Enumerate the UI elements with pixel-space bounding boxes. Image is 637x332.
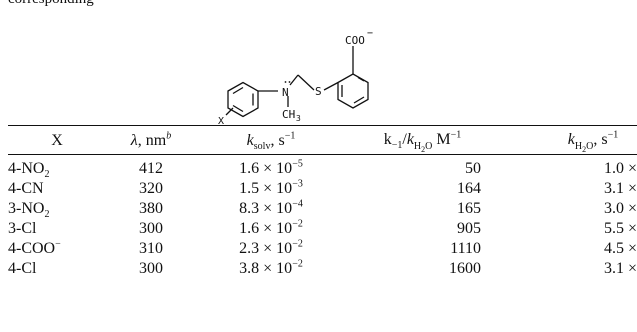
cell-k-ratio: 905 bbox=[457, 220, 481, 237]
cell-wavelength: 300 bbox=[139, 220, 163, 237]
sulfur-label: S bbox=[315, 85, 322, 98]
cell-k-h2o: 3.0 × 107 bbox=[603, 200, 637, 217]
methyl-subscript: 3 bbox=[296, 114, 301, 123]
cell-k-ratio: 165 bbox=[457, 200, 481, 217]
table-header-row: X λ, nmb ksolv, s−1 k−1/kH2O M−1 kH2O, s… bbox=[8, 128, 637, 154]
cell-substituent: 4-CN bbox=[8, 180, 44, 197]
cell-k-h2o: 3.1 × 106 bbox=[603, 260, 637, 277]
structure-drawing: N S COO − CH 3 X bbox=[218, 28, 373, 124]
cell-wavelength: 310 bbox=[139, 240, 163, 257]
cell-substituent: 4-NO2 bbox=[8, 160, 50, 181]
substituent-bond bbox=[225, 107, 234, 116]
cell-k-ratio: 1110 bbox=[450, 240, 481, 257]
table-row: 4-NO2 412 1.6 × 10−5 50 1.0 × 108 bbox=[8, 154, 637, 181]
cell-k-solv: 2.3 × 10−2 bbox=[239, 238, 303, 257]
header-k-ratio: k−1/kH2O M−1 bbox=[383, 130, 462, 154]
nitrogen-label: N bbox=[282, 86, 289, 99]
table-row: 3-NO2 380 8.3 × 10−4 165 3.0 × 107 bbox=[8, 198, 637, 221]
cell-k-solv: 1.6 × 10−5 bbox=[239, 158, 303, 177]
cell-k-h2o: 1.0 × 108 bbox=[603, 160, 637, 177]
cropped-text-fragment: corresponding bbox=[8, 0, 94, 8]
cell-substituent: 3-NO2 bbox=[8, 200, 50, 221]
sulfur-ring-bond bbox=[323, 81, 339, 91]
header-k-h2o: kH2O, s−1 bbox=[567, 130, 619, 154]
nitrogen-methylene-bond bbox=[289, 74, 299, 86]
table-header-rule bbox=[8, 154, 637, 155]
methylene-sulfur-bond bbox=[297, 74, 315, 91]
cell-substituent: 4-Cl bbox=[8, 260, 37, 277]
header-substituent: X bbox=[51, 131, 63, 149]
cell-wavelength: 300 bbox=[139, 260, 163, 277]
cell-k-h2o: 3.1 × 107 bbox=[603, 180, 637, 197]
table-row: 4-Cl 300 3.8 × 10−2 1600 3.1 × 106 bbox=[8, 259, 637, 279]
cell-wavelength: 320 bbox=[139, 180, 163, 197]
substituent-label: X bbox=[218, 116, 224, 124]
cell-k-solv: 3.8 × 10−2 bbox=[239, 258, 303, 277]
cell-k-h2o: 5.5 × 106 bbox=[603, 220, 637, 237]
cell-wavelength: 380 bbox=[139, 200, 163, 217]
table-top-rule bbox=[8, 125, 637, 127]
table-row: 4-COO− 310 2.3 × 10−2 1110 4.5 × 106 bbox=[8, 239, 637, 259]
cell-k-solv: 1.6 × 10−2 bbox=[239, 218, 303, 237]
cell-k-ratio: 50 bbox=[465, 160, 481, 177]
cell-substituent: 3-Cl bbox=[8, 220, 37, 237]
header-wavelength: λ, nmb bbox=[130, 130, 172, 149]
table-row: 4-CN 320 1.5 × 10−3 164 3.1 × 107 bbox=[8, 179, 637, 199]
left-benzene-ring bbox=[227, 81, 259, 118]
header-k-solv: ksolv, s−1 bbox=[246, 130, 296, 152]
cell-k-ratio: 1600 bbox=[449, 260, 481, 277]
carboxylate-label: COO bbox=[345, 34, 365, 47]
cell-k-h2o: 4.5 × 106 bbox=[603, 240, 637, 257]
chemical-structure: N S COO − CH 3 X bbox=[218, 14, 418, 124]
carboxylate-charge: − bbox=[367, 28, 373, 39]
cell-k-ratio: 164 bbox=[457, 180, 481, 197]
cell-wavelength: 412 bbox=[139, 160, 163, 177]
rate-constant-table: X λ, nmb ksolv, s−1 k−1/kH2O M−1 kH2O, s… bbox=[8, 128, 637, 279]
cell-substituent: 4-COO− bbox=[8, 238, 61, 257]
cell-k-solv: 1.5 × 10−3 bbox=[239, 178, 303, 197]
table-row: 3-Cl 300 1.6 × 10−2 905 5.5 × 106 bbox=[8, 219, 637, 239]
methyl-label: CH bbox=[282, 108, 295, 121]
cell-k-solv: 8.3 × 10−4 bbox=[239, 198, 303, 217]
